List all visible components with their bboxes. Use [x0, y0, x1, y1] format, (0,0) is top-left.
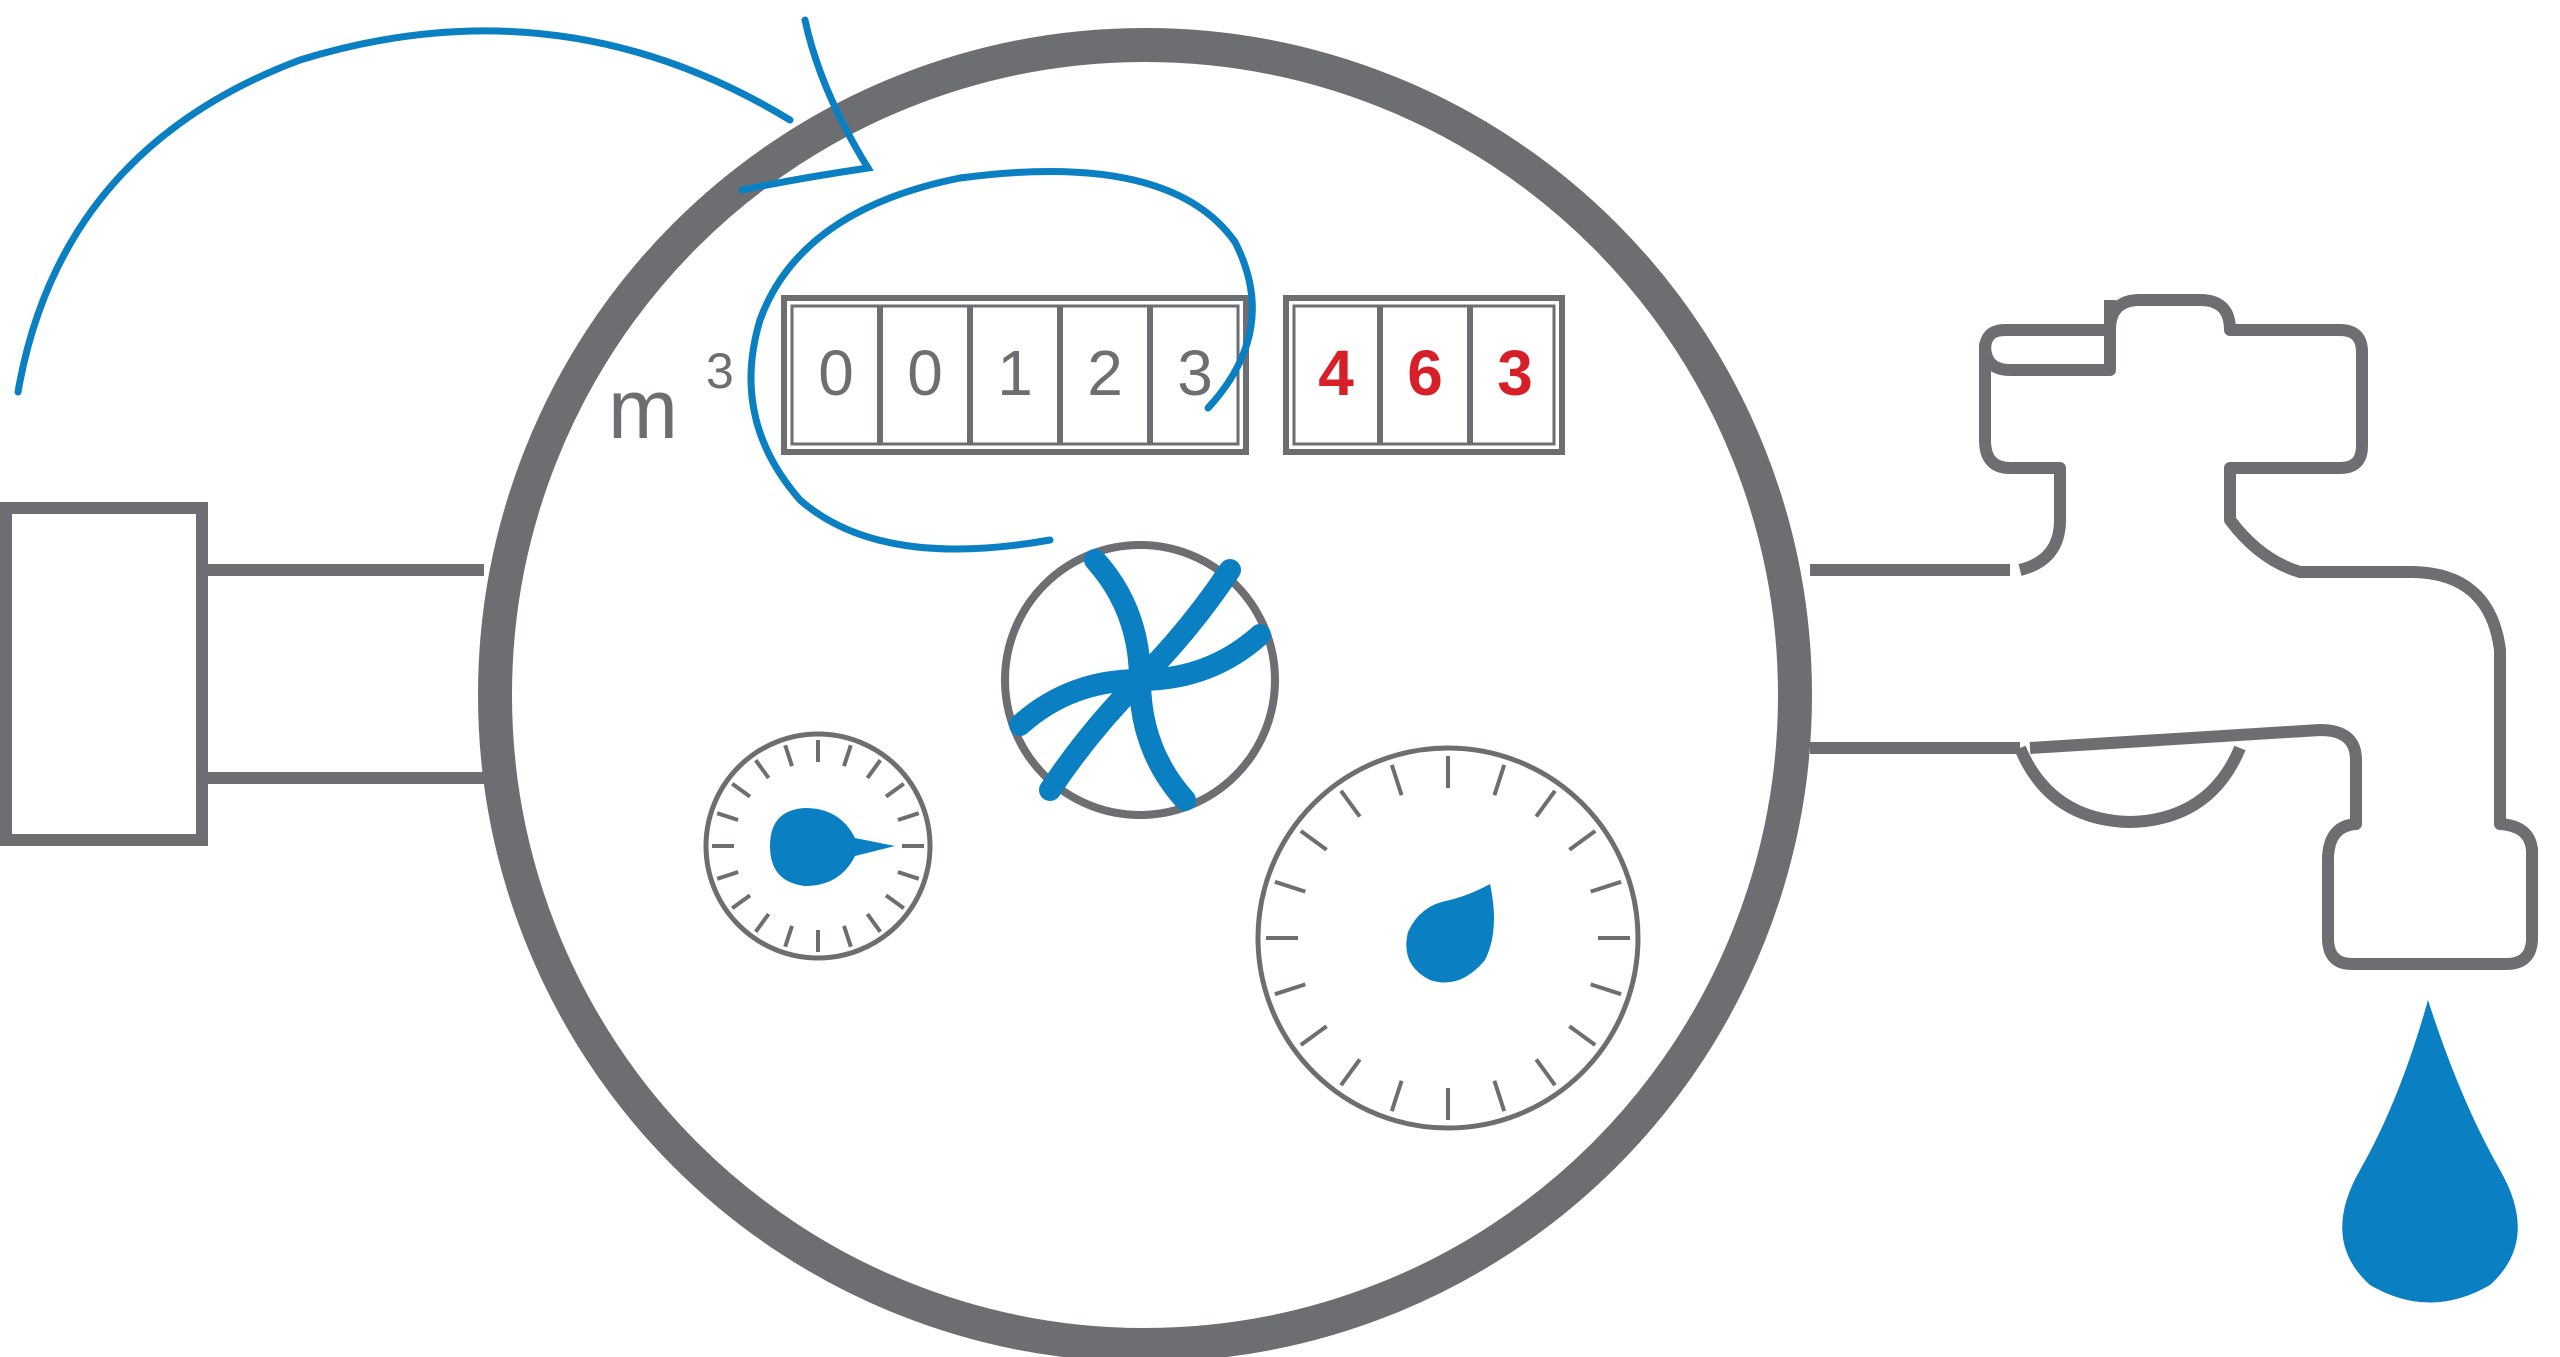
unit-superscript: 3 — [706, 343, 734, 399]
digit-whole-4: 3 — [1177, 337, 1213, 409]
dial-tick — [865, 912, 882, 933]
odometer-fraction — [1283, 295, 1565, 455]
dial-tick — [716, 870, 739, 881]
dial-tick — [1274, 982, 1306, 997]
dial-tick — [865, 759, 882, 780]
dial-tick — [731, 782, 752, 799]
odometer-whole — [781, 295, 1249, 455]
loop-arrow-icon — [747, 167, 1256, 553]
digit-fraction-0: 4 — [1318, 337, 1354, 409]
dial-tick — [842, 925, 853, 948]
dial-tick — [1590, 879, 1622, 894]
dial-tick — [1274, 879, 1306, 894]
faucet-icon — [1810, 294, 2538, 970]
unit-label: m — [608, 362, 678, 456]
digit-fraction-2: 3 — [1497, 337, 1533, 409]
water-drop-icon — [2342, 1000, 2518, 1303]
dial-tick — [1299, 1024, 1328, 1047]
dial-tick — [1590, 982, 1622, 997]
digit-whole-2: 1 — [997, 337, 1033, 409]
dial-tick — [1339, 1058, 1362, 1087]
dial-tick — [1534, 1058, 1557, 1087]
dial-tick — [884, 893, 905, 910]
dial-tick — [884, 782, 905, 799]
dial-tick — [1492, 1080, 1507, 1112]
dial-tick — [754, 759, 771, 780]
dial-tick — [897, 870, 920, 881]
dial-tick — [783, 744, 794, 767]
dial-tick — [1568, 1024, 1597, 1047]
curved-arrow-icon — [14, 16, 874, 396]
inlet-pipe — [0, 502, 484, 846]
digit-whole-3: 2 — [1087, 337, 1123, 409]
dial-tick — [1568, 829, 1597, 852]
dial-tick — [1389, 764, 1404, 796]
impeller-icon — [1001, 541, 1279, 819]
small-dial-icon — [703, 731, 933, 961]
digit-whole-1: 0 — [907, 337, 943, 409]
dial-tick — [1492, 764, 1507, 796]
dial-tick — [1339, 789, 1362, 818]
dial-tick — [783, 925, 794, 948]
digit-fraction-1: 6 — [1407, 337, 1443, 409]
digit-whole-0: 0 — [818, 337, 854, 409]
dial-tick — [897, 811, 920, 822]
dial-tick — [754, 912, 771, 933]
dial-tick — [716, 811, 739, 822]
dial-tick — [842, 744, 853, 767]
inlet-pipe-nut — [0, 502, 208, 846]
dial-tick — [1389, 1080, 1404, 1112]
large-dial-icon — [1255, 745, 1641, 1131]
dial-tick — [1534, 789, 1557, 818]
dial-tick — [731, 893, 752, 910]
dial-tick — [1299, 829, 1328, 852]
